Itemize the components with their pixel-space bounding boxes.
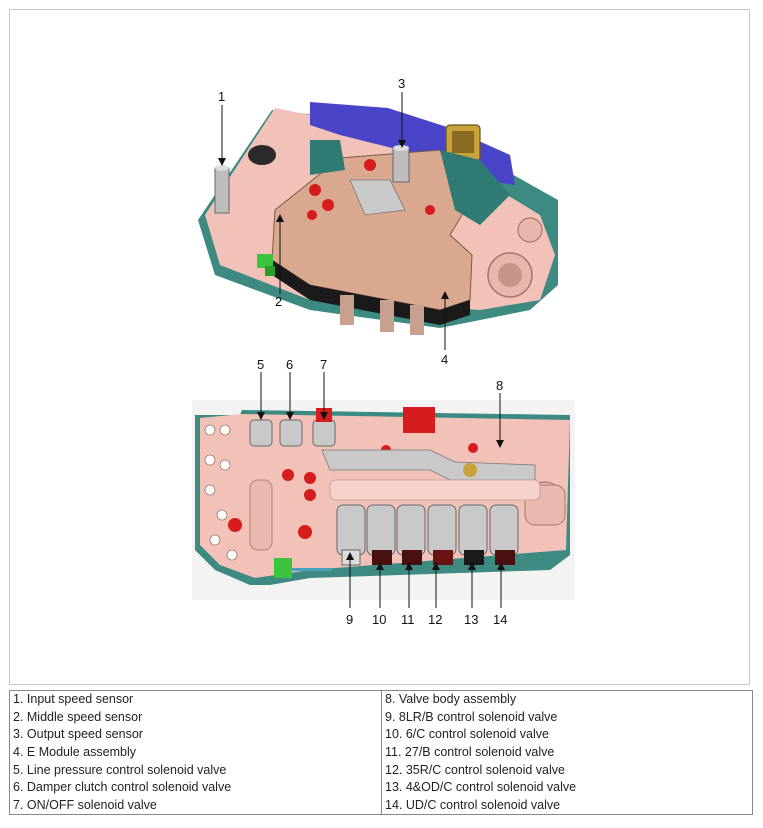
- lower-assembly-drawing: [192, 400, 575, 600]
- legend-item: 12. 35R/C control solenoid valve: [385, 762, 565, 777]
- callout-3: 3: [398, 76, 405, 91]
- callout-7: 7: [320, 357, 327, 372]
- legend-item: 5. Line pressure control solenoid valve: [9, 761, 382, 779]
- legend-item: 6. Damper clutch control solenoid valve: [9, 778, 382, 797]
- legend-item: 11. 27/B control solenoid valve: [385, 745, 555, 760]
- upper-assembly-drawing: [198, 102, 558, 335]
- callout-11: 11: [401, 612, 415, 627]
- legend-item: 10. 6/C control solenoid valve: [385, 727, 549, 742]
- legend-item: 9. 8LR/B control solenoid valve: [385, 709, 558, 724]
- valve-body-illustration: 1 2 3 4 5 6 7 8 9 10 11 12 13 14: [192, 76, 575, 627]
- callout-5: 5: [257, 357, 264, 372]
- legend-item: 4. E Module assembly: [9, 743, 382, 762]
- legend-item: 1. Input speed sensor: [9, 690, 382, 709]
- legend-row: 7. ON/OFF solenoid valve 14. UD/C contro…: [9, 796, 753, 815]
- legend-item: 14. UD/C control solenoid valve: [385, 797, 561, 812]
- callout-9: 9: [346, 612, 353, 627]
- legend-item: 3. Output speed sensor: [9, 726, 382, 744]
- legend-row: 4. E Module assembly 11. 27/B control so…: [9, 743, 753, 762]
- parts-legend-table: 1. Input speed sensor 8. Valve body asse…: [9, 690, 753, 816]
- callout-13: 13: [464, 612, 478, 627]
- legend-row: 6. Damper clutch control solenoid valve …: [9, 778, 753, 797]
- legend-row: 3. Output speed sensor 10. 6/C control s…: [9, 726, 753, 744]
- figure-frame: 1 2 3 4 5 6 7 8 9 10 11 12 13 14: [9, 9, 750, 685]
- legend-item: 8. Valve body assembly: [385, 692, 517, 707]
- callout-12: 12: [428, 612, 442, 627]
- callout-4: 4: [441, 352, 448, 367]
- callout-1: 1: [218, 89, 225, 104]
- legend-row: 5. Line pressure control solenoid valve …: [9, 761, 753, 779]
- legend-row: 1. Input speed sensor 8. Valve body asse…: [9, 690, 753, 709]
- bottom-solenoids: [336, 504, 519, 566]
- legend-row: 2. Middle speed sensor 9. 8LR/B control …: [9, 708, 753, 727]
- top-solenoids: [249, 408, 336, 447]
- legend-item: 7. ON/OFF solenoid valve: [9, 796, 382, 815]
- callout-10: 10: [372, 612, 386, 627]
- callout-8: 8: [496, 378, 503, 393]
- callout-14: 14: [493, 612, 507, 627]
- callout-6: 6: [286, 357, 293, 372]
- callout-numbers: 1 2 3 4 5 6 7 8 9 10 11 12 13 14: [218, 76, 507, 627]
- callout-2: 2: [275, 294, 282, 309]
- callout-leaders: [218, 92, 505, 608]
- legend-item: 13. 4&OD/C control solenoid valve: [385, 780, 577, 795]
- legend-item: 2. Middle speed sensor: [9, 708, 382, 727]
